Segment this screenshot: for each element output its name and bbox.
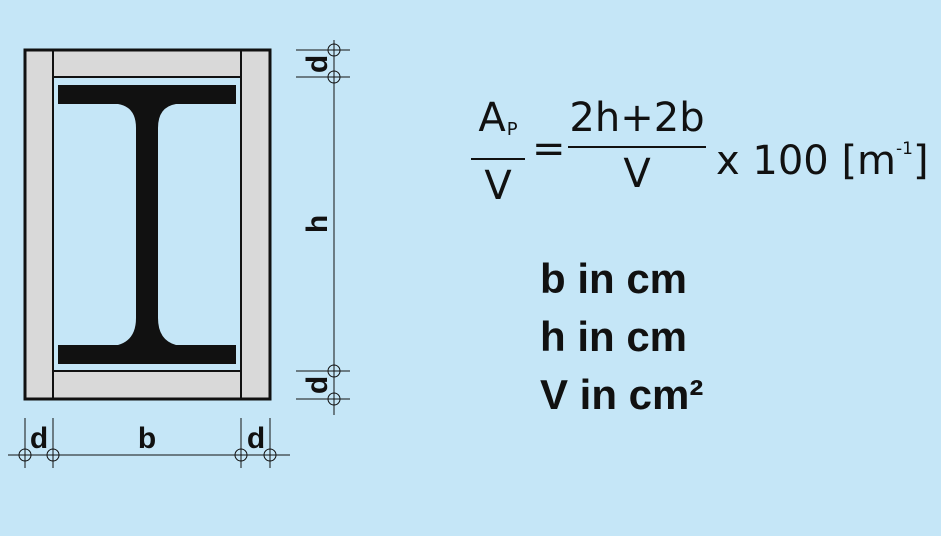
dim-label-b: b	[138, 422, 156, 455]
dim-label-h: h	[301, 215, 334, 233]
dim-label-d-top: d	[301, 55, 334, 73]
dim-label-d-left: d	[30, 422, 48, 455]
units-legend: b in cm h in cm V in cm²	[540, 250, 703, 424]
unit-line-b: b in cm	[540, 255, 688, 302]
lhs-numerator: AP	[478, 95, 518, 141]
rhs-denominator: V	[623, 151, 651, 197]
dim-label-d-right: d	[247, 422, 265, 455]
unit-exponent: -1	[896, 139, 913, 159]
rhs-numerator: 2h+2b	[569, 95, 705, 141]
rhs-fraction: 2h+2b V	[566, 96, 708, 196]
horizontal-dimension	[8, 418, 290, 468]
fraction-bar	[471, 158, 525, 160]
unit-line-v: V in cm²	[540, 371, 704, 418]
lhs-subscript: P	[506, 119, 518, 140]
i-beam	[58, 85, 236, 364]
fraction-bar	[568, 146, 706, 148]
lhs-denominator: V	[484, 163, 512, 209]
equals-sign: =	[532, 126, 566, 172]
dim-label-d-bottom: d	[301, 376, 334, 394]
lhs-fraction: AP V	[468, 96, 528, 208]
multiplier-unit: x 100 [m-1]	[716, 138, 929, 184]
vertical-dimension	[296, 40, 350, 415]
unit-line-h: h in cm	[540, 313, 688, 360]
